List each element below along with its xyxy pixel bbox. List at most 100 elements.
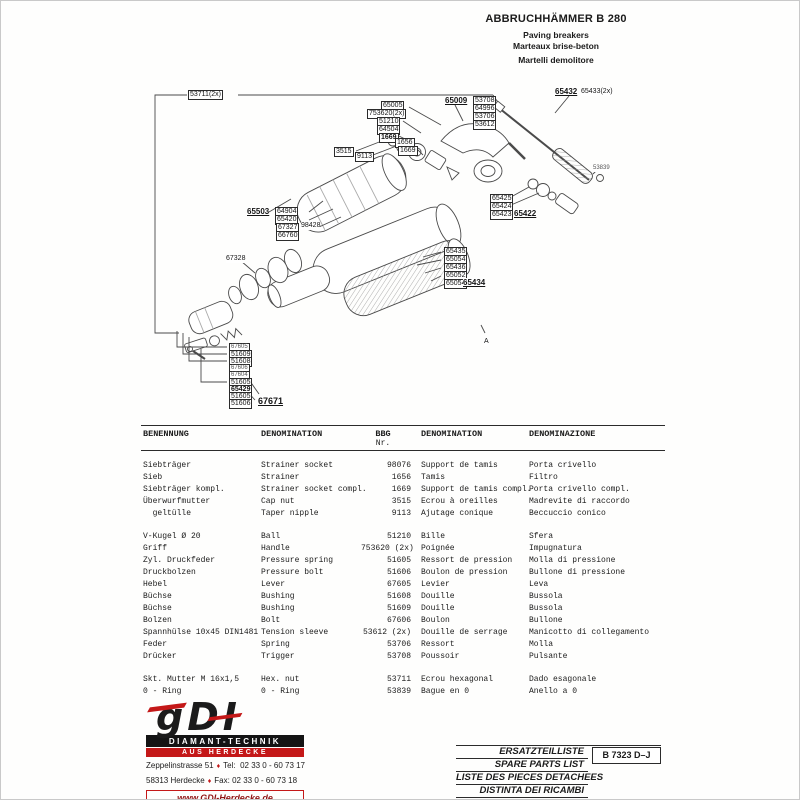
table-cell: Ecrou à oreilles [421, 497, 498, 506]
table-cell: Molla di pressione [529, 556, 616, 565]
doc-title-fr: LISTE DES PIECES DETACHEES [456, 772, 604, 785]
part-number-label: 65422 [514, 209, 537, 219]
table-cell: Strainer [261, 473, 300, 482]
part-number-label: 66760 [276, 231, 300, 242]
table-cell: Cap nut [261, 497, 295, 506]
col-header-bbg-nr: Nr. [375, 439, 391, 448]
table-cell: 53708 [386, 652, 411, 661]
subtitle-fr: Marteaux brise-beton [513, 41, 599, 51]
table-cell: 9113 [391, 509, 411, 518]
table-cell: Strainer socket compl. [261, 485, 367, 494]
doc-title-list: ERSATZTEILLISTE SPARE PARTS LIST LISTE D… [456, 746, 604, 798]
table-cell: 53711 [386, 675, 411, 684]
subtitle-it: Martelli demolitore [518, 55, 594, 65]
table-cell: Levier [421, 580, 450, 589]
table-cell: Molla [529, 640, 554, 649]
col-header-denominazione: DENOMINAZIONE [529, 429, 596, 439]
table-cell: Poussoir [421, 652, 460, 661]
col-header-benennung: BENENNUNG [143, 429, 189, 439]
table-cell: Porta crivello compl. [529, 485, 630, 494]
table-cell: Siebträger kompl. [143, 485, 225, 494]
table-cell: Ball [261, 532, 281, 541]
table-cell: Hebel [143, 580, 168, 589]
table-cell: 1669 [391, 485, 411, 494]
table-cell: Griff [143, 544, 168, 553]
website-url: www.GDI-Herdecke.de [146, 790, 304, 800]
table-cell: Bushing [261, 592, 295, 601]
table-cell: Taper nipple [261, 509, 319, 518]
part-number-label: 53839 [593, 165, 610, 172]
table-cell: Spring [261, 640, 290, 649]
table-cell: 51606 [386, 568, 411, 577]
part-number-label: 65434 [463, 278, 486, 288]
table-cell: Dado esagonale [529, 675, 597, 684]
col-header-denomination-fr: DENOMINATION [421, 429, 483, 439]
table-cell: Trigger [261, 652, 295, 661]
part-number-label: 65503 [247, 207, 270, 217]
part-number-label: 65432 [555, 87, 578, 97]
website-text: www.GDI-Herdecke.de [177, 793, 273, 800]
table-cell: Manicotto di collegamento [529, 628, 650, 637]
table-cell: Douille [421, 592, 455, 601]
street: Zeppelinstrasse 51 [146, 761, 214, 770]
table-cell: Support de tamis compl. [421, 485, 532, 494]
table-cell: Spannhülse 10x45 DIN1481 [143, 628, 259, 637]
table-cell: Lever [261, 580, 286, 589]
table-cell: Bille [421, 532, 446, 541]
table-cell: Drücker [143, 652, 177, 661]
table-cell: Bullone di pressione [529, 568, 626, 577]
table-cell: Skt. Mutter M 16x1,5 [143, 675, 240, 684]
table-cell: geltülle [143, 509, 192, 518]
table-cell: 67606 [386, 616, 411, 625]
table-cell: Leva [529, 580, 549, 589]
table-cell: 53706 [386, 640, 411, 649]
table-cell: Siebträger [143, 461, 192, 470]
table-cell: 53612 (2x) [362, 628, 411, 637]
address-line-1: Zeppelinstrasse 51♦Tel: 02 33 0 - 60 73 … [146, 760, 376, 772]
table-cell: Zyl. Druckfeder [143, 556, 216, 565]
table-cell: 51609 [386, 604, 411, 613]
doc-title-it: DISTINTA DEI RICAMBI [456, 785, 588, 798]
table-cell: 51608 [386, 592, 411, 601]
table-cell: Strainer socket [261, 461, 334, 470]
footer-company-block: gDI DIAMANT-TECHNIK AUS HERDECKE Zeppeli… [146, 698, 376, 800]
table-cell: 0 - Ring [261, 687, 300, 696]
col-header-denomination-en: DENOMINATION [261, 429, 323, 439]
part-number-label: 65433(2x) [581, 88, 613, 97]
part-number-label: 3515 [334, 147, 354, 158]
part-number-label: 53612 [473, 120, 497, 131]
table-cell: Impugnatura [529, 544, 582, 553]
table-cell: Druckbolzen [143, 568, 196, 577]
diamond-icon: ♦ [207, 778, 212, 785]
table-cell: 3515 [391, 497, 411, 506]
table-cell: Douille de serrage [421, 628, 508, 637]
table-cell: Sieb [143, 473, 163, 482]
part-number-label: 53711(2x) [188, 90, 224, 101]
table-cell: Bullone [529, 616, 563, 625]
table-cell: Pressure spring [261, 556, 334, 565]
document-type-block: ERSATZTEILLISTE SPARE PARTS LIST LISTE D… [456, 745, 661, 798]
table-cell: 53839 [386, 687, 411, 696]
table-cell: 51210 [386, 532, 411, 541]
table-cell: 0 - Ring [143, 687, 182, 696]
table-cell: Ajutage conique [421, 509, 494, 518]
table-cell: 1656 [391, 473, 411, 482]
part-number-label: 9113 [355, 152, 375, 163]
part-number-label: 67671 [258, 396, 284, 407]
table-cell: Boulon [421, 616, 450, 625]
